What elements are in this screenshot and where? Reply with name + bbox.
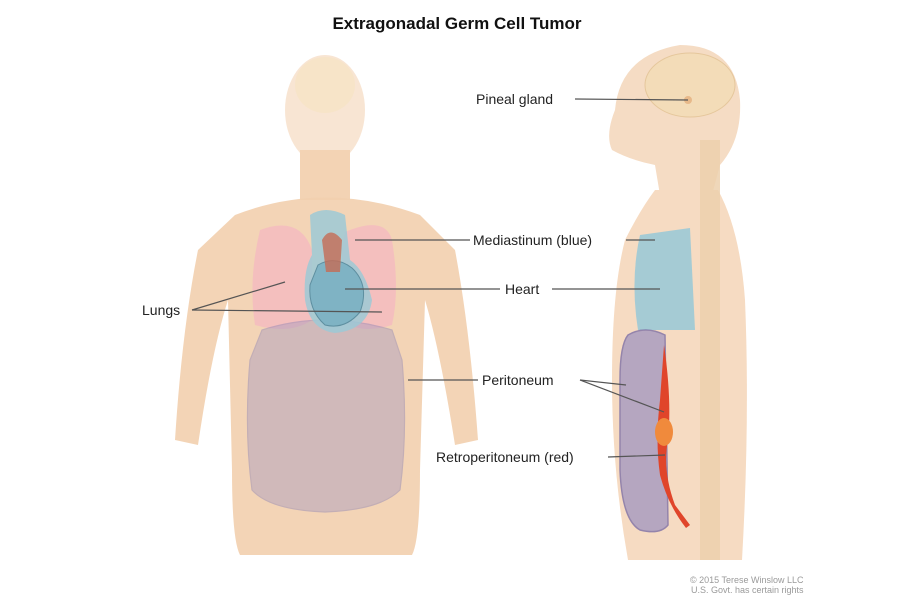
front-torso: [175, 197, 478, 555]
side-retroperitoneum: [657, 345, 690, 528]
leader-peritoneum-side-2: [579, 379, 665, 413]
credit-line-2: U.S. Govt. has certain rights: [690, 585, 804, 595]
label-retroperitoneum: Retroperitoneum (red): [436, 449, 574, 465]
leader-lines: [191, 98, 689, 458]
front-aorta: [322, 232, 342, 272]
front-lung-left: [252, 225, 312, 329]
leader-pineal: [574, 98, 689, 101]
leader-lungs-2: [191, 309, 383, 313]
side-mediastinum: [634, 228, 695, 330]
leader-retroperitoneum: [607, 454, 666, 458]
front-figure: [175, 55, 478, 555]
leader-peritoneum-side-1: [579, 379, 627, 386]
retroperitoneum-mass: [655, 418, 673, 446]
side-figure: [609, 45, 747, 560]
front-brain: [295, 57, 355, 113]
copyright-credit: © 2015 Terese Winslow LLC U.S. Govt. has…: [690, 575, 804, 595]
label-heart: Heart: [505, 281, 540, 297]
label-mediastinum: Mediastinum (blue): [473, 232, 593, 248]
label-lungs: Lungs: [142, 302, 181, 318]
diagram-title: Extragonadal Germ Cell Tumor: [332, 14, 582, 33]
side-spine: [700, 140, 720, 560]
front-peritoneum: [246, 319, 406, 513]
front-neck: [300, 150, 350, 200]
credit-line-1: © 2015 Terese Winslow LLC: [690, 575, 804, 585]
leader-lungs-1: [191, 281, 286, 311]
label-pineal-gland: Pineal gland: [476, 91, 554, 107]
side-peritoneum: [619, 329, 669, 533]
side-brain: [644, 52, 736, 118]
label-peritoneum: Peritoneum: [482, 372, 554, 388]
